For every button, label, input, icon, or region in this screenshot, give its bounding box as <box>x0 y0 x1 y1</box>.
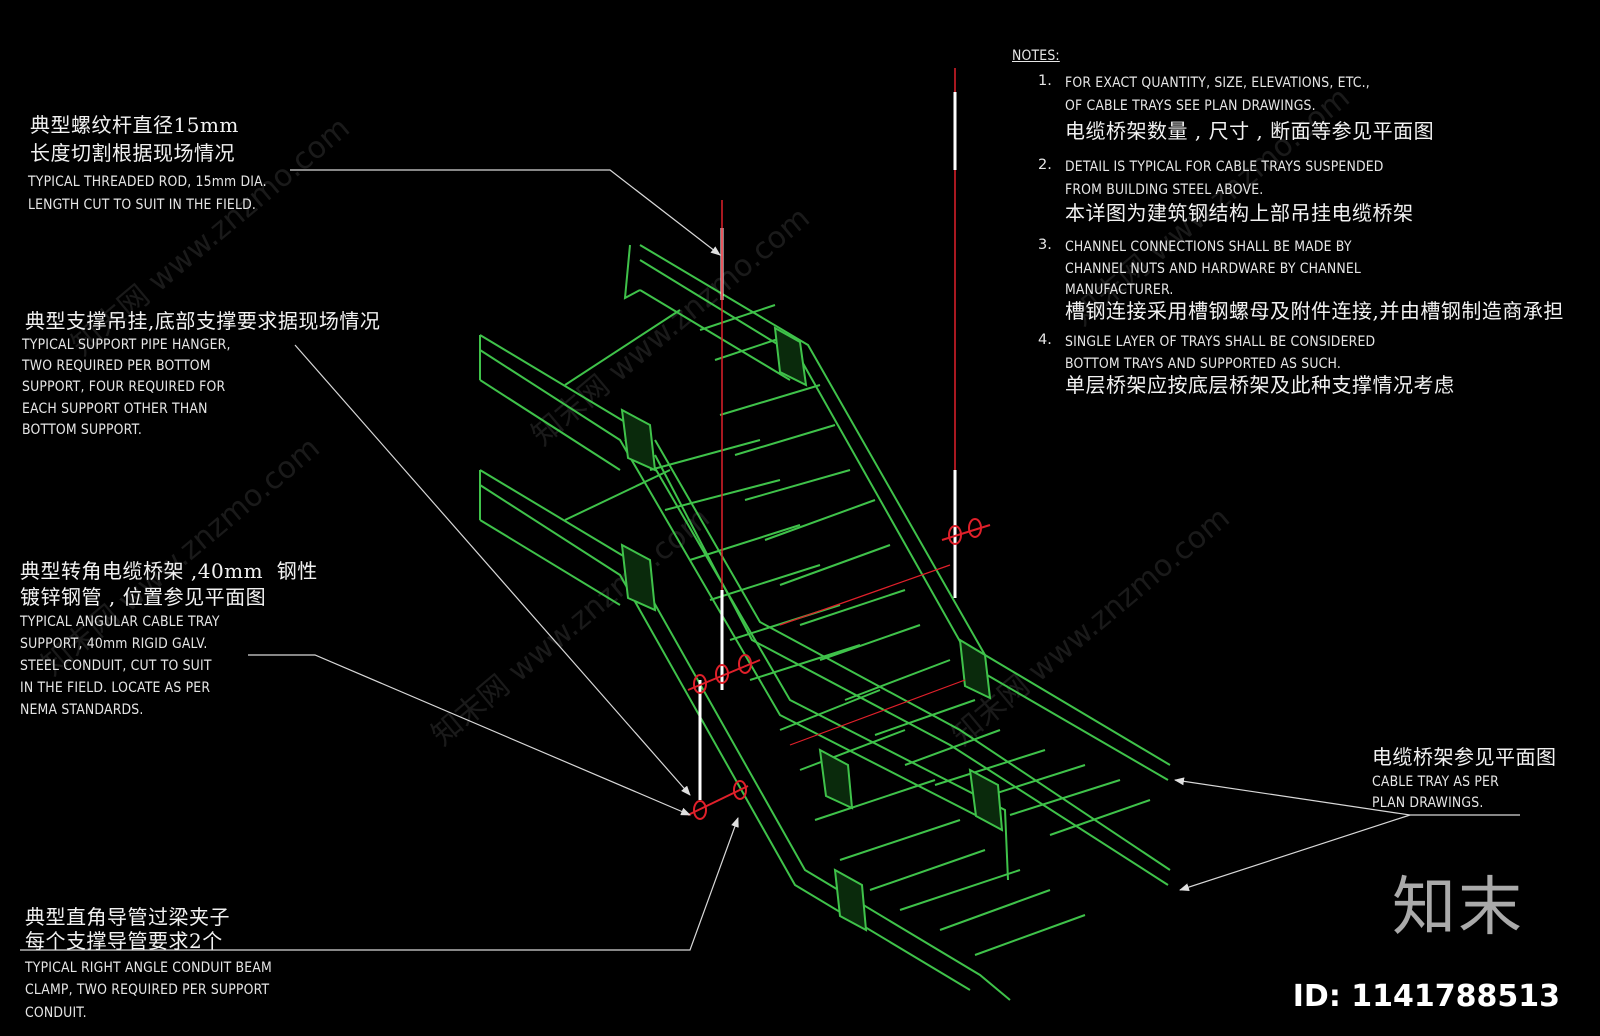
tray-lower-branch <box>479 309 1086 1001</box>
label-cn-line: 典型螺纹杆直径15mm <box>30 113 239 137</box>
label-en-line: LENGTH CUT TO SUIT IN THE FIELD. <box>28 197 257 213</box>
note-number: 2. <box>1038 157 1052 173</box>
label-en-line: PLAN DRAWINGS. <box>1372 795 1484 811</box>
label-cn-line: 镀锌钢管 , 位置参见平面图 <box>20 585 267 609</box>
threaded-rods <box>698 68 957 800</box>
note-cn-line: 电缆桥架数量 , 尺寸 , 断面等参见平面图 <box>1065 119 1435 143</box>
note-cn-line: 槽钢连接采用槽钢螺母及附件连接,并由槽钢制造商承担 <box>1065 299 1564 323</box>
label-cn-line: 典型支撑吊挂,底部支撑要求据现场情况 <box>25 309 381 333</box>
label-en-line: BOTTOM SUPPORT. <box>22 422 143 438</box>
note-en-line: MANUFACTURER. <box>1065 282 1174 298</box>
conduit-clamps <box>687 518 991 820</box>
note-cn-line: 单层桥架应按底层桥架及此种支撑情况考虑 <box>1065 373 1455 397</box>
note-en-line: FROM BUILDING STEEL ABOVE. <box>1065 182 1264 198</box>
watermark-logo: 知末 <box>1392 871 1524 945</box>
note-en-line: OF CABLE TRAYS SEE PLAN DRAWINGS. <box>1065 98 1316 114</box>
label-cn-line: 典型转角电缆桥架 ,40mm 钢性 <box>20 559 318 583</box>
tray-upper-branch <box>623 244 1171 886</box>
label-en-line: TYPICAL ANGULAR CABLE TRAY <box>20 614 220 630</box>
label-en-line: TYPICAL SUPPORT PIPE HANGER, <box>22 337 231 353</box>
label-cn-line: 典型直角导管过梁夹子 <box>25 905 230 929</box>
note-en-line: FOR EXACT QUANTITY, SIZE, ELEVATIONS, ET… <box>1065 75 1370 91</box>
note-cn-line: 本详图为建筑钢结构上部吊挂电缆桥架 <box>1065 201 1414 225</box>
label-en-line: CABLE TRAY AS PER <box>1372 774 1499 790</box>
label-cn-line: 长度切割根据现场情况 <box>30 141 235 165</box>
note-number: 3. <box>1038 237 1052 253</box>
note-number: 1. <box>1038 73 1052 89</box>
note-number: 4. <box>1038 332 1052 348</box>
leader-lines <box>20 169 1520 951</box>
label-en-line: STEEL CONDUIT, CUT TO SUIT <box>20 658 212 674</box>
label-en-line: TYPICAL THREADED ROD, 15mm DIA. <box>28 174 267 190</box>
note-en-line: CHANNEL CONNECTIONS SHALL BE MADE BY <box>1065 239 1352 255</box>
label-cn-line: 电缆桥架参见平面图 <box>1372 745 1557 769</box>
label-cn-line: 每个支撑导管要求2个 <box>25 929 223 953</box>
label-en-line: TYPICAL RIGHT ANGLE CONDUIT BEAM <box>25 960 272 976</box>
label-en-line: NEMA STANDARDS. <box>20 702 144 718</box>
note-en-line: CHANNEL NUTS AND HARDWARE BY CHANNEL <box>1065 261 1362 277</box>
label-en-line: TWO REQUIRED PER BOTTOM <box>22 358 211 374</box>
note-en-line: DETAIL IS TYPICAL FOR CABLE TRAYS SUSPEN… <box>1065 159 1384 175</box>
label-en-line: SUPPORT, FOUR REQUIRED FOR <box>22 379 226 395</box>
notes-heading: NOTES: <box>1012 48 1060 64</box>
splice-plates <box>620 326 1004 932</box>
label-en-line: EACH SUPPORT OTHER THAN <box>22 401 208 417</box>
note-en-line: SINGLE LAYER OF TRAYS SHALL BE CONSIDERE… <box>1065 334 1376 350</box>
watermark-id: ID: 1141788513 <box>1292 979 1560 1014</box>
label-en-line: SUPPORT, 40mm RIGID GALV. <box>20 636 208 652</box>
label-en-line: CONDUIT. <box>25 1005 87 1021</box>
note-en-line: BOTTOM TRAYS AND SUPPORTED AS SUCH. <box>1065 356 1341 372</box>
label-en-line: CLAMP, TWO REQUIRED PER SUPPORT <box>25 982 270 998</box>
label-en-line: IN THE FIELD. LOCATE AS PER <box>20 680 211 696</box>
